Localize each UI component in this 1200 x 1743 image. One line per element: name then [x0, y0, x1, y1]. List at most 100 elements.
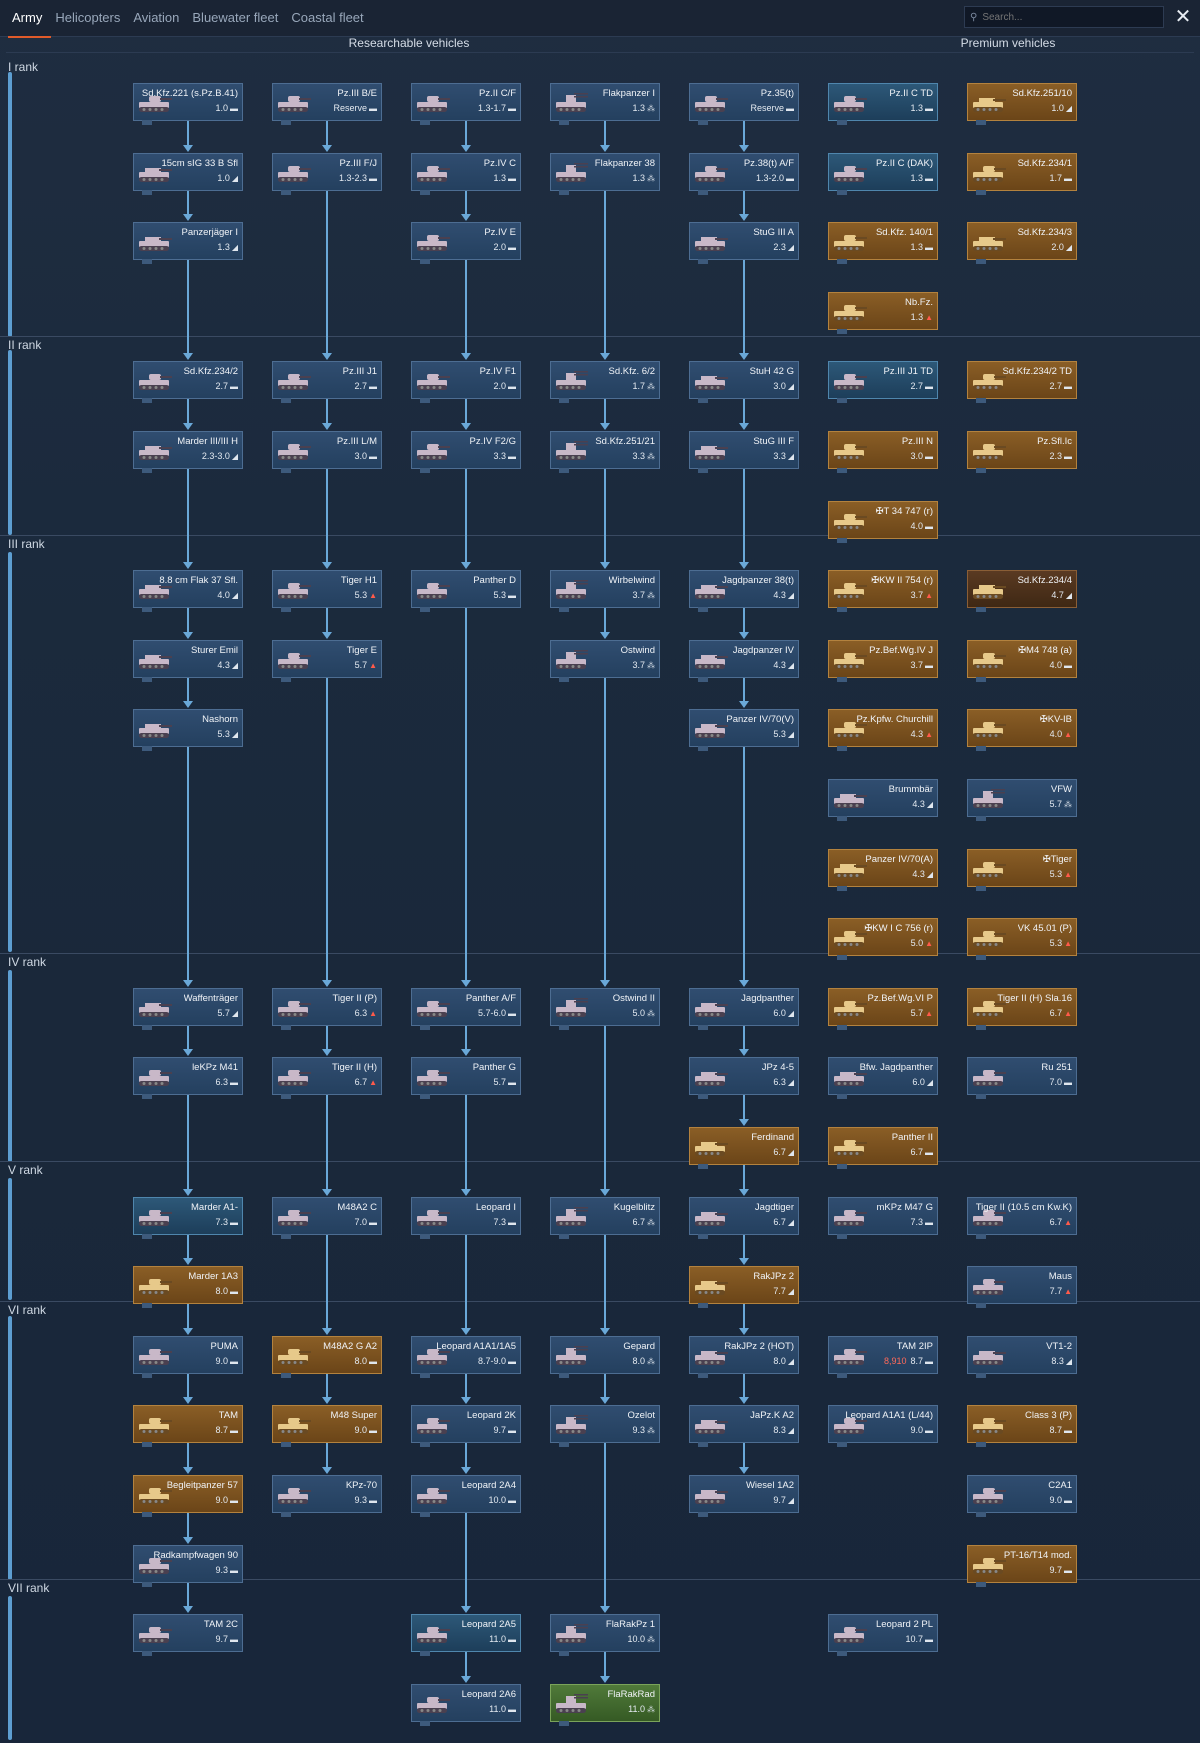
tab-bluewater-fleet[interactable]: Bluewater fleet — [192, 10, 279, 25]
vehicle-card[interactable]: Panzer IV/70(A)4.3◢ — [828, 849, 938, 891]
vehicle-card[interactable]: VK 45.01 (P)5.3▲ — [967, 918, 1077, 960]
vehicle-card[interactable]: 8.8 cm Flak 37 Sfl.4.0◢ — [133, 570, 243, 612]
vehicle-card[interactable]: Marder A1-7.3▬ — [133, 1197, 243, 1239]
vehicle-card[interactable]: Pz.II C (DAK)1.3▬ — [828, 153, 938, 195]
vehicle-card[interactable]: RakJPz 2 (HOT)8.0◢ — [689, 1336, 799, 1378]
vehicle-card[interactable]: ✠T 34 747 (r)4.0▬ — [828, 501, 938, 543]
vehicle-card[interactable]: Sd.Kfz.221 (s.Pz.B.41)1.0▬ — [133, 83, 243, 125]
vehicle-card[interactable]: PT-16/T14 mod.9.7▬ — [967, 1545, 1077, 1587]
vehicle-card[interactable]: Leopard A1A1 (L/44)9.0▬ — [828, 1405, 938, 1447]
vehicle-card[interactable]: Tiger II (10.5 cm Kw.K)6.7▲ — [967, 1197, 1077, 1239]
tab-army[interactable]: Army — [8, 0, 52, 38]
vehicle-card[interactable]: ✠M4 748 (a)4.0▬ — [967, 640, 1077, 682]
search-input[interactable] — [980, 10, 1155, 24]
vehicle-card[interactable]: Pz.35(t)Reserve▬ — [689, 83, 799, 125]
vehicle-card[interactable]: Nb.Fz.1.3▲ — [828, 292, 938, 334]
vehicle-card[interactable]: Jagdpanzer 38(t)4.3◢ — [689, 570, 799, 612]
vehicle-card[interactable]: Panzer IV/70(V)5.3◢ — [689, 709, 799, 751]
vehicle-card[interactable]: ✠KW I C 756 (r)5.0▲ — [828, 918, 938, 960]
vehicle-card[interactable]: Tiger II (P)6.3▲ — [272, 988, 382, 1030]
tab-coastal-fleet[interactable]: Coastal fleet — [291, 10, 364, 25]
close-icon[interactable]: ✕ — [1174, 6, 1192, 28]
vehicle-card[interactable]: Class 3 (P)8.7▬ — [967, 1405, 1077, 1447]
search-box[interactable]: ⚲ — [964, 6, 1164, 28]
